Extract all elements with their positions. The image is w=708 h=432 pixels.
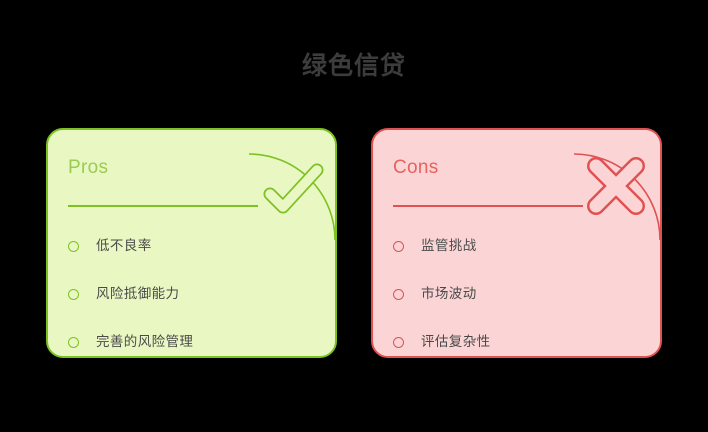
circle-bullet-icon <box>68 240 79 252</box>
list-item[interactable]: 评估复杂性 <box>393 318 646 356</box>
list-item-label: 风险抵御能力 <box>96 286 180 301</box>
list-item-label: 评估复杂性 <box>421 334 491 349</box>
list-item-label: 市场波动 <box>421 286 477 301</box>
list-item[interactable]: 监管挑战 <box>393 222 646 270</box>
circle-bullet-icon <box>68 336 79 348</box>
cons-card-header: Cons <box>393 157 439 178</box>
circle-bullet-icon <box>393 240 404 252</box>
list-item[interactable]: 完善的风险管理 <box>68 318 321 356</box>
page-title: 绿色信贷 <box>301 52 406 80</box>
list-item-label: 完善的风险管理 <box>96 334 194 349</box>
cons-list: 监管挑战 市场波动 评估复杂性 <box>393 222 646 356</box>
circle-bullet-icon <box>393 288 404 300</box>
pros-card-header: Pros <box>68 157 109 178</box>
list-item[interactable]: 风险抵御能力 <box>68 270 321 318</box>
list-item-label: 低不良率 <box>96 238 152 253</box>
list-item[interactable]: 市场波动 <box>393 270 646 318</box>
cons-divider <box>393 205 583 207</box>
cross-icon <box>587 157 645 215</box>
cons-card: Cons 监管挑战 市场波动 评估复杂性 <box>371 128 662 358</box>
circle-bullet-icon <box>68 288 79 300</box>
pros-list: 低不良率 风险抵御能力 完善的风险管理 <box>68 222 321 356</box>
check-icon <box>263 163 324 214</box>
circle-bullet-icon <box>393 336 404 348</box>
list-item[interactable]: 低不良率 <box>68 222 321 270</box>
pros-card: Pros 低不良率 风险抵御能力 完善的风险管理 <box>46 128 337 358</box>
list-item-label: 监管挑战 <box>421 238 477 253</box>
pros-divider <box>68 205 258 207</box>
